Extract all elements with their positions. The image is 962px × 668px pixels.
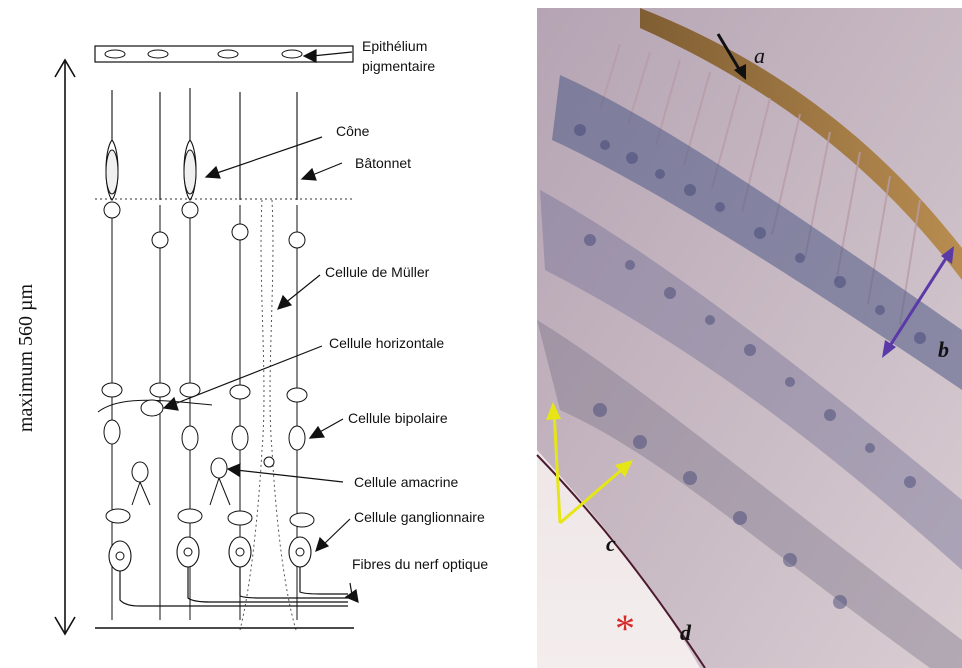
muller-cell: [240, 200, 296, 630]
photoreceptors: [106, 88, 297, 200]
marker-c: c: [606, 531, 616, 556]
label-cone: Cône: [336, 123, 370, 139]
amacrine-cells: [132, 458, 227, 482]
neuronal-chains: [112, 205, 297, 620]
label-amacrine: Cellule amacrine: [354, 474, 458, 490]
marker-a: a: [754, 43, 765, 68]
retina-schematic: maximum 560 µm: [15, 38, 488, 634]
label-optic-fibers: Fibres du nerf optique: [352, 556, 488, 572]
optic-nerve-fibers: [120, 567, 348, 606]
ganglion-cells: [109, 537, 311, 571]
label-horizontal: Cellule horizontale: [329, 335, 444, 351]
schematic-labels: Epithélium pigmentaire Cône Bâtonnet Cel…: [325, 38, 488, 572]
scale-arrow: [55, 60, 75, 634]
micrograph: a b c d *: [537, 8, 962, 668]
cone-stippling: [106, 150, 196, 194]
bipolar-cells: [104, 420, 305, 450]
photoreceptor-nuclei: [104, 202, 305, 248]
label-muller: Cellule de Müller: [325, 264, 430, 280]
label-rod: Bâtonnet: [355, 155, 411, 171]
marker-d: d: [680, 620, 692, 645]
marker-b: b: [938, 337, 949, 362]
label-bipolar: Cellule bipolaire: [348, 410, 448, 426]
asterisk-marker: *: [615, 606, 635, 651]
muller-nucleus: [264, 457, 274, 467]
label-ganglion: Cellule ganglionnaire: [354, 509, 485, 525]
label-epithelium-line1: Epithélium: [362, 38, 427, 54]
ganglion-nuclei: [116, 548, 304, 560]
horizontal-cell: [141, 400, 163, 416]
ipl-terminals: [106, 509, 314, 527]
scale-label: maximum 560 µm: [15, 283, 37, 432]
amacrine-processes: [132, 478, 230, 505]
label-epithelium-line2: pigmentaire: [362, 58, 435, 74]
